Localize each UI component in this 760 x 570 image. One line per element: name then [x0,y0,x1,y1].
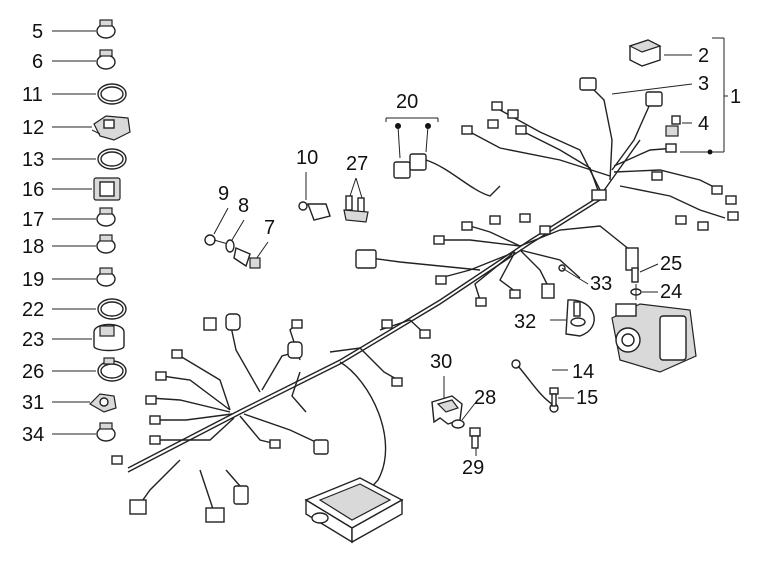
callout-33: 33 [590,273,612,295]
ecu-control-unit [304,477,404,544]
part-13-cable-tie [97,148,127,170]
part-12-bracket [91,115,131,141]
callout-1: 1 [730,86,741,108]
part-9-screw [204,234,229,246]
part-30-bracket [431,395,463,425]
callout-19: 19 [22,269,44,291]
callout-34: 34 [22,424,44,446]
part-8-washer [225,239,235,253]
connector [645,91,663,107]
part-17-hose-clip [96,207,116,227]
part-4-small-relay [665,115,681,137]
main-wiring-harness [111,77,739,544]
part-31-grommet [89,393,117,413]
callout-9: 9 [218,183,229,205]
part-27-bolts [343,195,369,223]
lower-center-parts: 30 28 29 14 15 [430,351,598,479]
part-26-cable-tie [97,357,127,382]
callout-23: 23 [22,329,44,351]
callout-8: 8 [238,195,249,217]
left-parts-column: 5 6 11 12 13 [22,19,131,446]
part-25-screw [631,267,639,283]
callout-27: 27 [346,153,368,175]
callout-29: 29 [462,457,484,479]
callout-18: 18 [22,236,44,258]
callout-11: 11 [22,84,43,106]
part-22-cable-tie [97,298,127,320]
part-18-hose-clip [96,234,116,254]
part-7-grommet-bracket [233,247,261,269]
part-28-washer [451,419,465,429]
callout-5: 5 [32,21,43,43]
callout-20: 20 [396,91,418,113]
part-15-screw [549,387,559,407]
callout-13: 13 [22,149,44,171]
part-32-bolt-plate [565,299,595,337]
throttle-body-group: 25 24 33 32 [514,253,697,373]
callout-17: 17 [22,209,44,231]
callout-12: 12 [22,117,44,139]
part-34-hose-clip [96,422,116,442]
callout-24: 24 [660,281,682,303]
part-14-ground-cable [511,359,559,413]
top-right-parts: 2 3 4 1 [611,37,741,155]
harness-trunk [127,139,641,469]
callout-31: 31 [22,392,44,414]
connector [579,77,597,91]
callout-4: 4 [698,113,709,135]
callout-15: 15 [576,387,598,409]
callout-22: 22 [22,299,44,321]
callout-10: 10 [296,147,318,169]
callout-2: 2 [698,45,709,67]
part-10-clip [298,201,331,221]
part-2-relay [628,39,662,67]
part-5-hose-clip [96,19,116,39]
callout-6: 6 [32,51,43,73]
callout-3: 3 [698,73,709,95]
callout-7: 7 [264,217,275,239]
part-16-clamp-holder [93,177,121,201]
mid-top-fasteners: 10 27 9 8 7 [204,147,369,269]
callout-16: 16 [22,179,44,201]
part-6-hose-clip [96,49,116,70]
callout-25: 25 [660,253,682,275]
callout-28: 28 [474,387,496,409]
part-20-connectors: 20 [385,91,501,197]
part-29-bolt [469,427,481,449]
part-19-hose-clip [96,267,116,287]
part-11-cable-tie [97,83,127,105]
leader-3 [611,83,693,95]
throttle-body [611,303,697,373]
callout-30: 30 [430,351,452,373]
part-24-washer [630,284,642,300]
callout-14: 14 [572,361,594,383]
callout-26: 26 [22,361,44,383]
part-23-strap [93,323,125,352]
callout-32: 32 [514,311,536,333]
